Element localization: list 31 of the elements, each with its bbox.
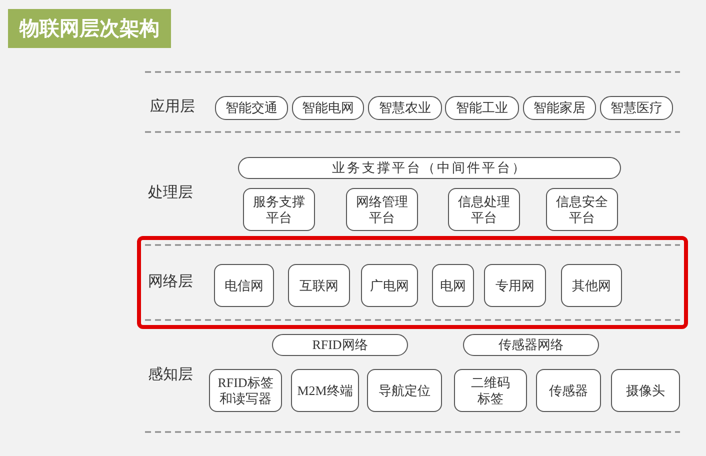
application-box: 智慧医疗 (600, 96, 673, 120)
device-box: 摄像头 (611, 369, 680, 412)
network-pill: 传感器网络 (463, 334, 599, 356)
device-box: RFID标签和读写器 (209, 369, 282, 412)
platform-box: 服务支撑平台 (243, 188, 315, 231)
network-box: 电网 (432, 264, 474, 307)
highlight-frame (137, 236, 688, 329)
layer-label: 应用层 (150, 98, 195, 116)
application-box: 智慧农业 (368, 96, 442, 120)
network-pill: RFID网络 (272, 334, 408, 356)
layer-label: 处理层 (148, 184, 193, 202)
layer-label: 感知层 (148, 366, 193, 384)
platform-box: 信息处理平台 (448, 188, 520, 231)
platform-bar: 业务支撑平台（中间件平台） (238, 157, 621, 179)
device-box: 传感器 (536, 369, 601, 412)
network-box: 互联网 (288, 264, 350, 307)
device-box: 导航定位 (367, 369, 442, 412)
network-box: 其他网 (561, 264, 622, 307)
application-box: 智能工业 (445, 96, 519, 120)
application-box: 智能交通 (215, 96, 288, 120)
network-box: 专用网 (484, 264, 546, 307)
title-banner: 物联网层次架构 (8, 9, 171, 48)
application-box: 智能家居 (523, 96, 596, 120)
layer-label: 网络层 (148, 273, 193, 291)
device-box: 二维码标签 (454, 369, 527, 412)
network-box: 电信网 (214, 264, 274, 307)
network-box: 广电网 (361, 264, 418, 307)
device-box: M2M终端 (291, 369, 359, 412)
platform-box: 信息安全平台 (546, 188, 618, 231)
platform-box: 网络管理平台 (346, 188, 418, 231)
application-box: 智能电网 (292, 96, 364, 120)
